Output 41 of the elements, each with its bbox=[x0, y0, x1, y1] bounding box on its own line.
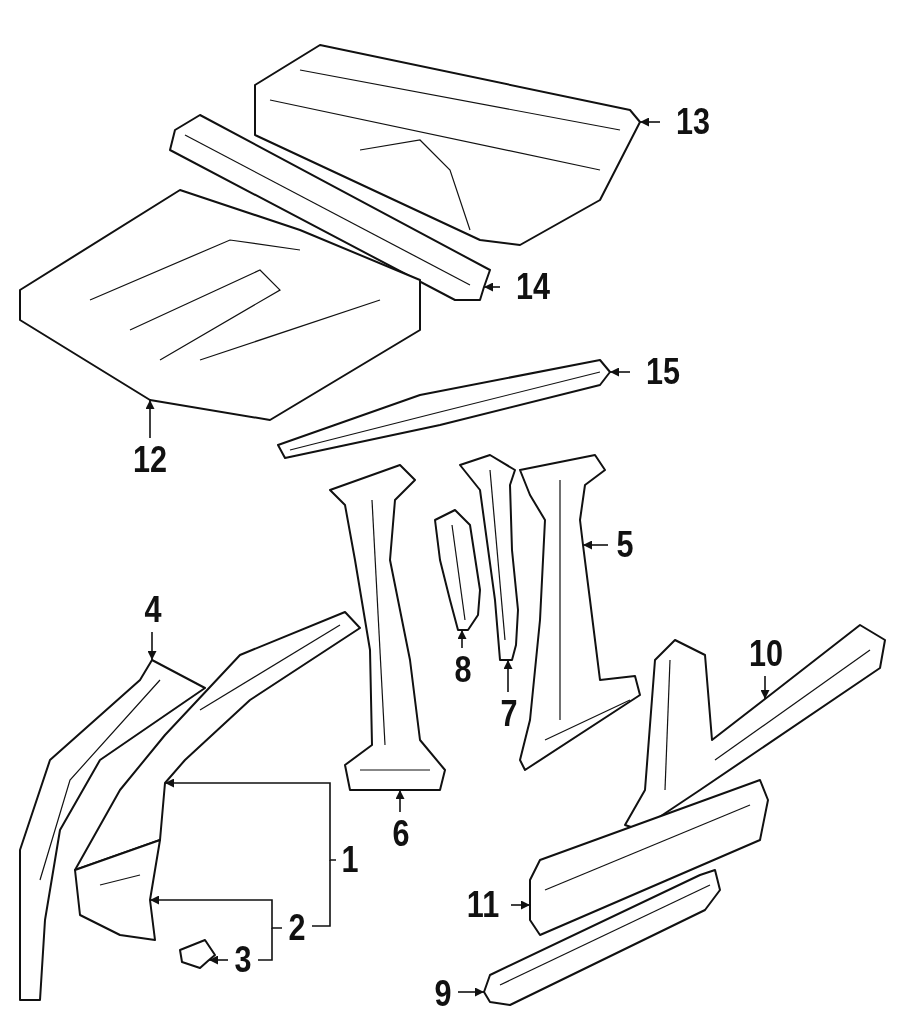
leader-line bbox=[760, 675, 770, 700]
leader-line bbox=[395, 789, 405, 813]
pillar-drawing bbox=[19, 659, 206, 1001]
leader-line bbox=[457, 629, 467, 649]
callout-number: 2 bbox=[284, 906, 310, 950]
callout-number: 4 bbox=[139, 588, 167, 632]
leader-line bbox=[164, 778, 337, 861]
callout-number: 1 bbox=[338, 838, 362, 882]
reinforcement-drawing bbox=[434, 509, 481, 631]
leader-line bbox=[483, 282, 501, 292]
leader-line bbox=[147, 631, 157, 661]
rocker-panel-drawing bbox=[529, 779, 769, 936]
crossmember-drawing bbox=[169, 114, 491, 301]
rocker-rail-drawing bbox=[277, 359, 611, 459]
callout-number: 13 bbox=[664, 100, 722, 144]
floor-pan-drawing bbox=[19, 189, 421, 421]
callout-number: 5 bbox=[610, 523, 640, 567]
pillar-drawing bbox=[519, 454, 641, 771]
reinforcement-drawing bbox=[74, 839, 161, 941]
callout-number: 9 bbox=[430, 972, 456, 1016]
floor-pan-drawing bbox=[254, 44, 641, 246]
callout-number: 11 bbox=[459, 883, 507, 927]
callout-number: 8 bbox=[449, 648, 477, 692]
leader-line bbox=[149, 895, 283, 929]
callout-number: 7 bbox=[495, 692, 523, 736]
leader-line bbox=[145, 399, 155, 439]
leader-line bbox=[639, 117, 661, 127]
leader-line bbox=[208, 955, 229, 965]
callout-number: 6 bbox=[387, 812, 415, 856]
callout-number: 14 bbox=[504, 265, 562, 309]
callout-number: 10 bbox=[742, 632, 790, 676]
leader-line bbox=[510, 900, 531, 910]
callout-number: 15 bbox=[634, 350, 692, 394]
leader-line bbox=[457, 987, 485, 997]
leader-line bbox=[582, 540, 609, 550]
pillar-drawing bbox=[329, 464, 446, 791]
callout-number: 12 bbox=[122, 438, 178, 482]
leader-line bbox=[609, 367, 631, 377]
callout-number: 3 bbox=[230, 938, 256, 982]
leader-line bbox=[503, 659, 513, 693]
bracket-drawing bbox=[179, 939, 216, 969]
